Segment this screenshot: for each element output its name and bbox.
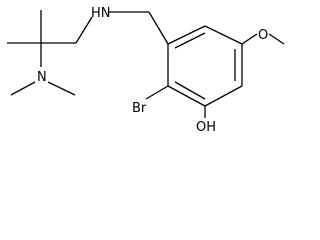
atom-label-bromine: Br [132, 101, 147, 116]
bonds-aliphatic [7, 10, 169, 96]
ring-bond-1 [167, 25, 206, 45]
bond-ring-br [145, 85, 169, 100]
molecule-svg: HN N O Br OH [7, 6, 285, 135]
bond-n-methyl-left [10, 81, 36, 96]
ring-bond-4 [204, 85, 243, 107]
benzene-ring [167, 25, 243, 107]
bond-ch2-nh [75, 16, 93, 44]
bonds-substituents [145, 33, 285, 118]
atom-label-methoxy-o: O [258, 28, 268, 43]
bond-ch2-ring [148, 11, 169, 45]
ring-double-bond-top [174, 32, 206, 49]
atom-label-dimethylamino: N [37, 70, 47, 85]
ring-double-bond-bottom [174, 81, 206, 100]
bond-o-methyl [268, 33, 285, 45]
ring-bond-5 [167, 85, 206, 107]
atom-label-amine-nh: HN [91, 6, 111, 21]
bond-n-methyl-right [47, 81, 76, 96]
atom-label-hydroxyl: OH [196, 120, 216, 135]
chemical-structure-diagram: HN N O Br OH [7, 6, 285, 135]
ring-bond-2 [204, 25, 243, 45]
bond-ring-o-methoxy [241, 33, 258, 45]
